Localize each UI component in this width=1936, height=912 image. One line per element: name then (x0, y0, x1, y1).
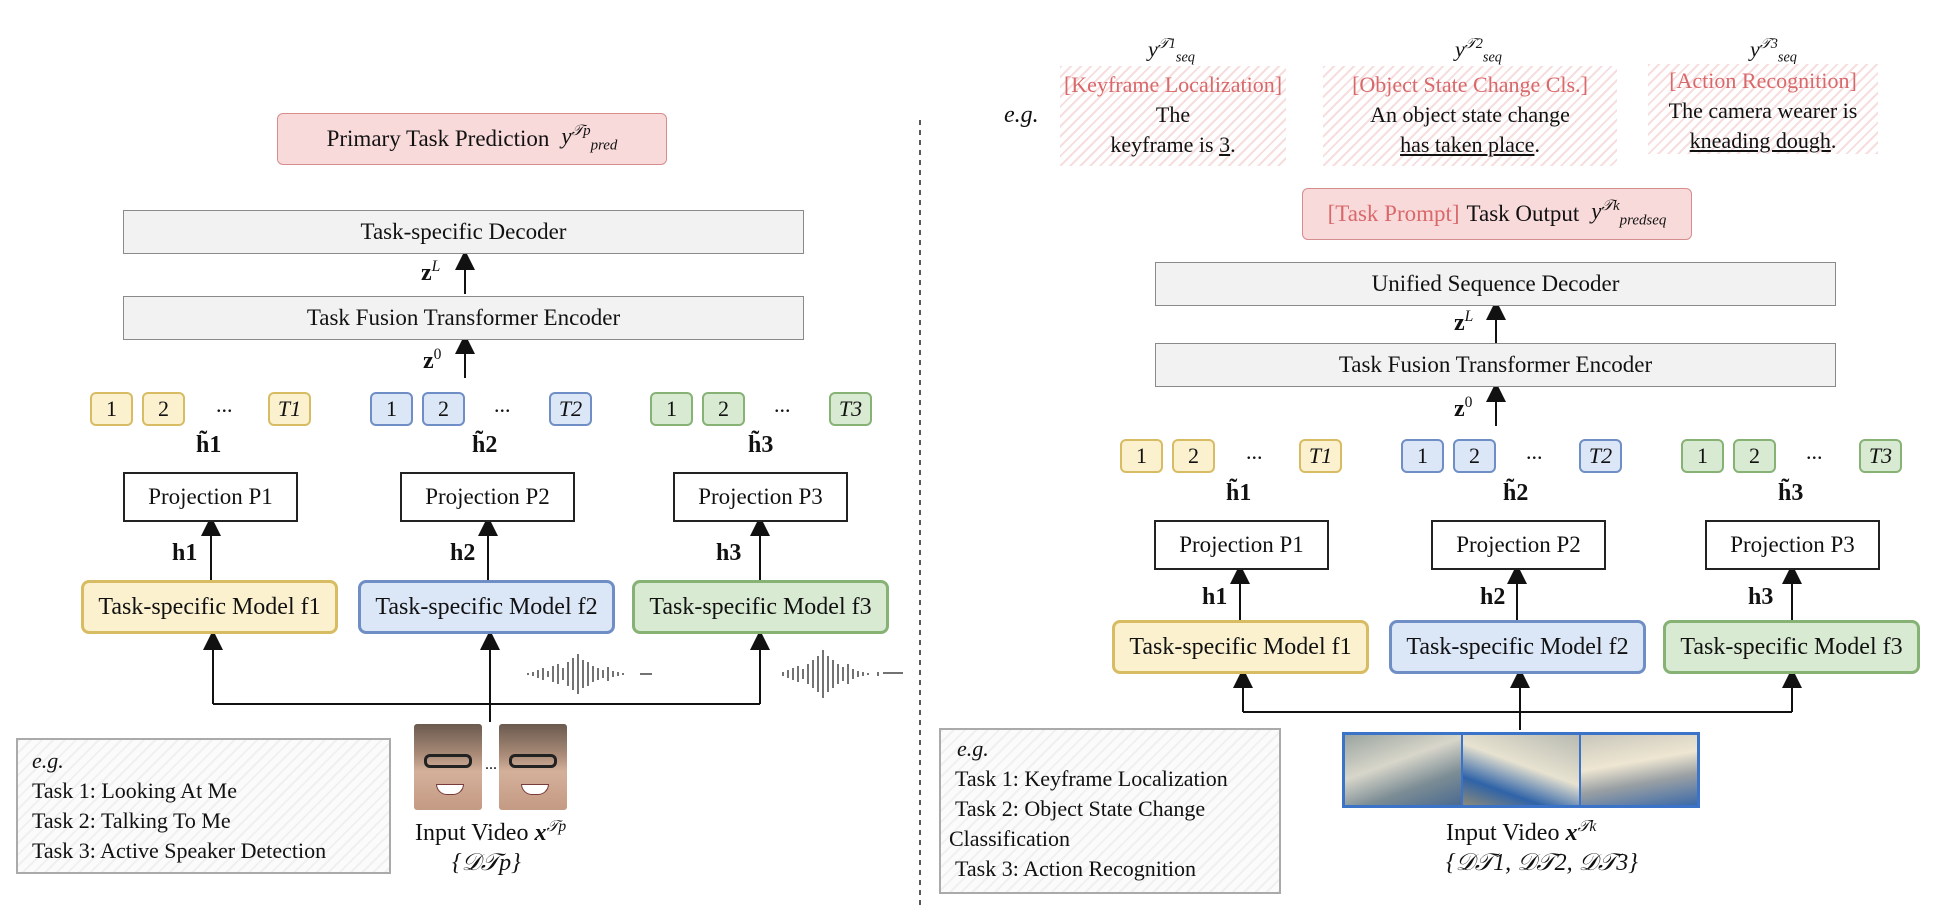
task-model-2-right: Task-specific Model f2 (1389, 620, 1646, 674)
audio-waveform-icon (527, 654, 652, 694)
htilde-2-right: h̃2 (1503, 480, 1529, 506)
h2-label-right: h2 (1480, 584, 1506, 610)
task-model-2: Task-specific Model f2 (358, 580, 615, 634)
eg-line: Task 2: Talking To Me (32, 808, 231, 833)
eg-line: Task 3: Active Speaker Detection (32, 838, 327, 863)
token: 1 (1401, 439, 1444, 473)
token-last: T2 (1579, 439, 1622, 473)
token-ellipsis: ... (1526, 439, 1543, 464)
eg-line: Task 1: Looking At Me (32, 778, 238, 803)
input-video-label-right: Input Video x𝒯k (1446, 818, 1597, 846)
eg-line: Task 3: Action Recognition (955, 856, 1197, 881)
example-2-box: [Object State Change Cls.] An object sta… (1323, 66, 1617, 166)
example-2-symbol: y𝒯2seq (1455, 36, 1502, 66)
token: 2 (422, 392, 465, 426)
task-fusion-encoder-right: Task Fusion Transformer Encoder (1155, 343, 1836, 387)
token: 2 (142, 392, 185, 426)
unified-sequence-decoder: Unified Sequence Decoder (1155, 262, 1836, 306)
token: 1 (370, 392, 413, 426)
eg-line: Task 1: Keyframe Localization (955, 766, 1228, 791)
example-1-box: [Keyframe Localization] The keyframe is … (1060, 66, 1286, 166)
token: 1 (650, 392, 693, 426)
dataset-label-right: {𝒟𝒯1, 𝒟𝒯2, 𝒟𝒯3} (1446, 850, 1638, 876)
frames-ellipsis: ... (485, 756, 497, 773)
token-ellipsis: ... (494, 392, 511, 417)
example-3-symbol: y𝒯3seq (1750, 36, 1797, 66)
zL-label: zL (421, 258, 441, 286)
token-ellipsis: ... (216, 392, 233, 417)
projection-2-right: Projection P2 (1431, 520, 1606, 570)
eg-line: Classification (949, 826, 1070, 851)
zL-label-right: zL (1454, 308, 1474, 336)
video-frame-image (499, 724, 567, 810)
token-ellipsis: ... (1806, 439, 1823, 464)
token: 1 (1681, 439, 1724, 473)
htilde-3-right: h̃3 (1778, 480, 1804, 506)
projection-1-right: Projection P1 (1154, 520, 1329, 570)
projection-2: Projection P2 (400, 472, 575, 522)
audio-waveform-icon (782, 650, 903, 698)
task-output-box: [Task Prompt] Task Output y𝒯kpredseq (1302, 188, 1692, 240)
video-frame-image (414, 724, 482, 810)
example-tasks-right: e.g. Task 1: Keyframe Localization Task … (939, 728, 1281, 894)
projection-3-right: Projection P3 (1705, 520, 1880, 570)
token-last: T1 (268, 392, 311, 426)
h1-label: h1 (172, 540, 198, 566)
example-tasks-left: e.g. Task 1: Looking At Me Task 2: Talki… (16, 738, 391, 874)
input-video-label-left: Input Video x𝒯p (415, 818, 567, 846)
token-last: T3 (1859, 439, 1902, 473)
token: 2 (1733, 439, 1776, 473)
token: 2 (702, 392, 745, 426)
task-specific-decoder: Task-specific Decoder (123, 210, 804, 254)
htilde-3: h̃3 (748, 432, 774, 458)
token: 1 (90, 392, 133, 426)
htilde-1: h̃1 (196, 432, 222, 458)
token: 1 (1120, 439, 1163, 473)
z0-label: z0 (423, 346, 442, 374)
h3-label-right: h3 (1748, 584, 1774, 610)
h3-label: h3 (716, 540, 742, 566)
token: 2 (1172, 439, 1215, 473)
token-last: T1 (1299, 439, 1342, 473)
token-last: T3 (829, 392, 872, 426)
token-ellipsis: ... (774, 392, 791, 417)
token: 2 (1453, 439, 1496, 473)
pred-label: Primary Task Prediction (326, 126, 550, 151)
z0-label-right: z0 (1454, 394, 1473, 422)
primary-task-prediction: Primary Task Prediction y𝒯ppred (277, 113, 667, 165)
dataset-label-left: {𝒟𝒯p} (452, 850, 521, 876)
h2-label: h2 (450, 540, 476, 566)
htilde-2: h̃2 (472, 432, 498, 458)
projection-1: Projection P1 (123, 472, 298, 522)
example-1-symbol: y𝒯1seq (1148, 36, 1195, 66)
pred-symbol: y𝒯ppred (561, 123, 618, 154)
projection-3: Projection P3 (673, 472, 848, 522)
h1-label-right: h1 (1202, 584, 1228, 610)
eg-label-right: e.g. (1004, 102, 1039, 128)
task-model-1-right: Task-specific Model f1 (1112, 620, 1369, 674)
video-frames-image (1342, 732, 1700, 808)
task-model-3-right: Task-specific Model f3 (1663, 620, 1920, 674)
task-model-3: Task-specific Model f3 (632, 580, 889, 634)
example-3-box: [Action Recognition] The camera wearer i… (1648, 64, 1878, 154)
eg-line: Task 2: Object State Change (955, 796, 1206, 821)
htilde-1-right: h̃1 (1226, 480, 1252, 506)
token-last: T2 (549, 392, 592, 426)
task-fusion-encoder: Task Fusion Transformer Encoder (123, 296, 804, 340)
token-ellipsis: ... (1246, 439, 1263, 464)
eg-label: e.g. (957, 736, 989, 761)
task-model-1: Task-specific Model f1 (81, 580, 338, 634)
eg-label: e.g. (32, 748, 64, 773)
